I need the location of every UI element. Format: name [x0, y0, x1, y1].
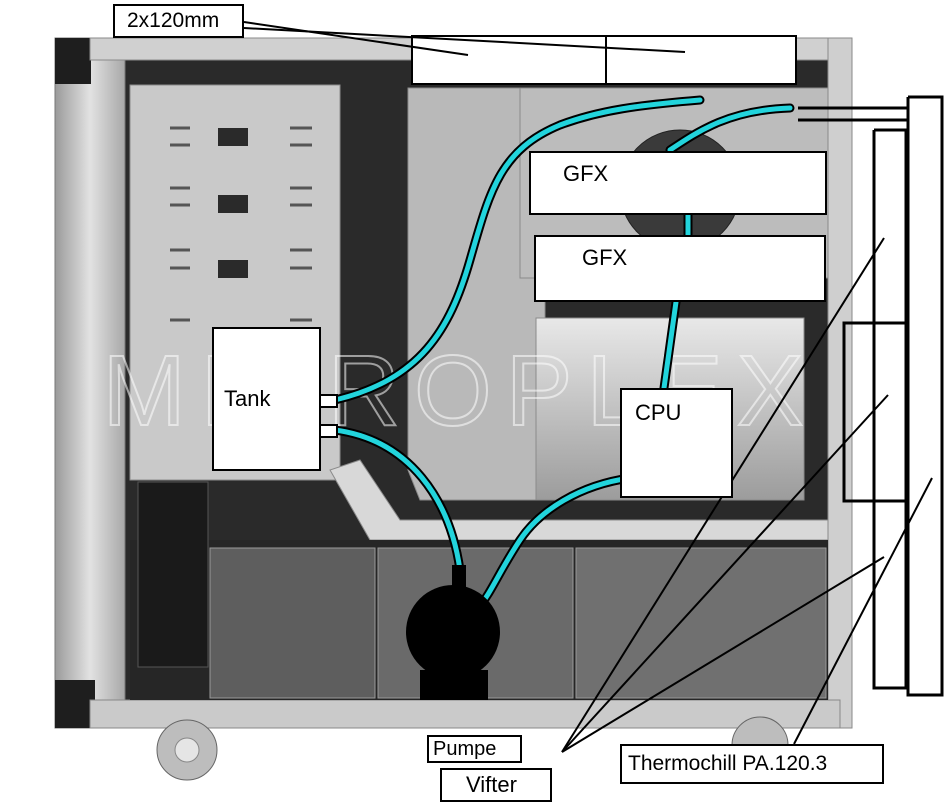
drive-cage-slots [170, 126, 312, 322]
top-fan-box [411, 35, 797, 85]
label-cpu: CPU [620, 388, 733, 498]
label-cpu-text: CPU [635, 400, 682, 425]
drive-cage-holes [218, 128, 248, 278]
radiator-fan-box [842, 321, 908, 503]
label-radiator-text: Thermochill PA.120.3 [628, 752, 828, 775]
leader-lines [243, 21, 933, 753]
label-top-fans-text: 2x120mm [127, 9, 220, 32]
label-radiator: Thermochill PA.120.3 [620, 744, 884, 784]
label-pump: Pumpe [427, 735, 522, 763]
tubing [330, 95, 795, 610]
label-fans-text: Vifter [466, 772, 517, 797]
label-gfx-lower-text: GFX [582, 245, 628, 270]
label-tank-text: Tank [224, 386, 271, 411]
bottom-bay-right [575, 547, 827, 699]
case-left-frame [54, 37, 126, 729]
pump-shape [406, 565, 500, 700]
label-gfx-upper-text: GFX [563, 161, 609, 186]
bottom-bay-left [209, 547, 376, 699]
case-corner-bottom-left [55, 680, 95, 728]
front-fan [137, 481, 209, 668]
radiator-outlines [798, 95, 944, 697]
radiator-outer [906, 95, 944, 697]
label-top-fans: 2x120mm [113, 4, 244, 38]
case-corner-top-left [55, 38, 91, 84]
label-gfx-lower: GFX [534, 235, 826, 302]
case-right-frame [827, 37, 853, 729]
label-gfx-upper: GFX [529, 151, 827, 215]
label-tank: Tank [212, 327, 321, 471]
radiator-inner [872, 128, 908, 690]
label-fans: Vifter [440, 768, 552, 802]
label-pump-text: Pumpe [433, 737, 497, 760]
